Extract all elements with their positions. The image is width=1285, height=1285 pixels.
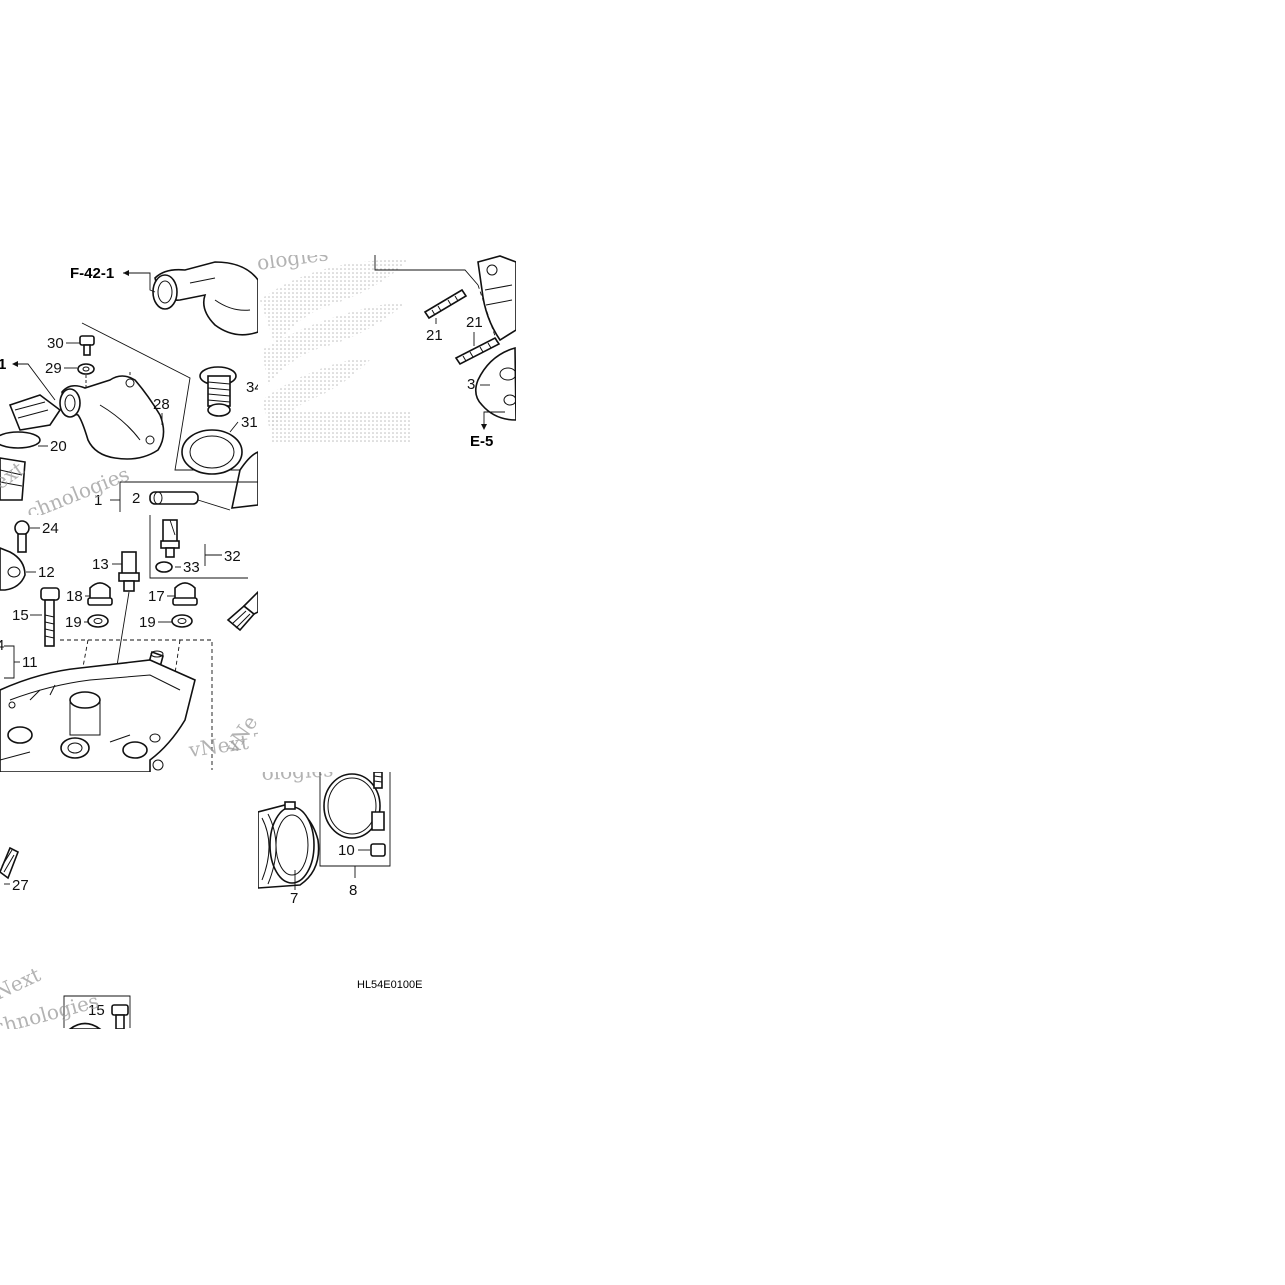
- callout-33[interactable]: 33: [183, 559, 200, 576]
- callout-15[interactable]: 15: [12, 607, 29, 624]
- callout-17[interactable]: 17: [148, 588, 165, 605]
- callout-34-partial[interactable]: 34: [246, 379, 263, 396]
- tile-studs-logo: ologies 21 21 3: [255, 241, 516, 450]
- callout-13[interactable]: 13: [92, 556, 109, 573]
- callout-29[interactable]: 29: [45, 360, 62, 377]
- cap-nut-18: [87, 582, 113, 606]
- callout-31[interactable]: 31: [241, 414, 258, 431]
- tile-insulator-band: 7 8 10 ologies: [258, 757, 391, 907]
- bolt-24: [14, 520, 30, 553]
- insulator-7: [258, 801, 320, 889]
- callout-28[interactable]: 28: [153, 396, 170, 413]
- callout-3[interactable]: 3: [467, 376, 475, 393]
- washer-19b: [171, 614, 193, 628]
- tile-thermostat-housing: F-42-1 1 30 29 28: [0, 261, 263, 525]
- ref-e5[interactable]: E-5: [470, 433, 493, 450]
- spark-plug-27: [0, 846, 20, 880]
- thermostat-34: [199, 366, 237, 417]
- tile-spark-plug: 27 15 Next chnologies: [0, 846, 131, 1029]
- ref-f42-1[interactable]: F-42-1: [70, 265, 114, 282]
- cylinder-head-fragment: [477, 255, 516, 342]
- wing-logo-watermark: [260, 258, 412, 442]
- bracket-12: [0, 547, 26, 591]
- spark-plug-part: [226, 590, 258, 632]
- callout-8[interactable]: 8: [349, 882, 357, 899]
- clamp-band-8: [323, 772, 385, 839]
- callout-19b[interactable]: 19: [139, 614, 156, 631]
- callout-24[interactable]: 24: [42, 520, 59, 537]
- callout-30[interactable]: 30: [47, 335, 64, 352]
- callout-12[interactable]: 12: [38, 564, 55, 581]
- bolt-15: [40, 587, 60, 647]
- seal-ring-31: [181, 429, 243, 475]
- washer-33: [155, 561, 173, 573]
- callout-15b[interactable]: 15: [88, 1002, 105, 1019]
- stud-21-lower: [454, 336, 501, 366]
- callout-4-partial[interactable]: 4: [0, 637, 4, 654]
- cap-nut-17: [172, 582, 198, 606]
- callout-10[interactable]: 10: [338, 842, 355, 859]
- callout-27[interactable]: 27: [12, 877, 29, 894]
- watermark-6: ologies: [261, 757, 334, 785]
- callout-20[interactable]: 20: [50, 438, 67, 455]
- ref-f42-1-partial[interactable]: 1: [0, 356, 6, 373]
- callout-1[interactable]: 1: [94, 492, 102, 509]
- callout-32[interactable]: 32: [224, 548, 241, 565]
- callout-18[interactable]: 18: [66, 588, 83, 605]
- washer-29: [77, 363, 95, 375]
- callout-21b[interactable]: 21: [466, 314, 483, 331]
- thermostat-cover-28: [59, 375, 165, 460]
- tile-cylinder-head: 24 12 13 32 33: [0, 515, 258, 772]
- cylinder-head-body: [0, 659, 196, 772]
- watermark-1: ologies: [255, 241, 329, 275]
- callout-7[interactable]: 7: [290, 890, 298, 907]
- temperature-sensor-13: [118, 551, 140, 592]
- washer-19a: [87, 614, 109, 628]
- callout-11[interactable]: 11: [22, 654, 38, 671]
- bolt-15-boxed: [111, 1004, 129, 1029]
- watermark-2: chnologies: [23, 462, 133, 525]
- bolt-30: [79, 335, 95, 356]
- dowel-pin-2: [149, 491, 199, 505]
- drawing-code: HL54E0100E: [357, 979, 422, 991]
- stud-21-upper: [423, 288, 468, 320]
- filler-cap-part: [8, 394, 62, 431]
- nut-10: [370, 843, 386, 857]
- gasket-3: [474, 346, 516, 421]
- callout-19a[interactable]: 19: [65, 614, 82, 631]
- watermark-7: Next: [0, 962, 44, 1004]
- o-ring-20: [0, 431, 41, 449]
- callout-21a[interactable]: 21: [426, 327, 443, 344]
- sensor-32: [160, 519, 180, 558]
- upper-water-outlet-part: [152, 261, 258, 336]
- callout-2a[interactable]: 2: [132, 490, 140, 507]
